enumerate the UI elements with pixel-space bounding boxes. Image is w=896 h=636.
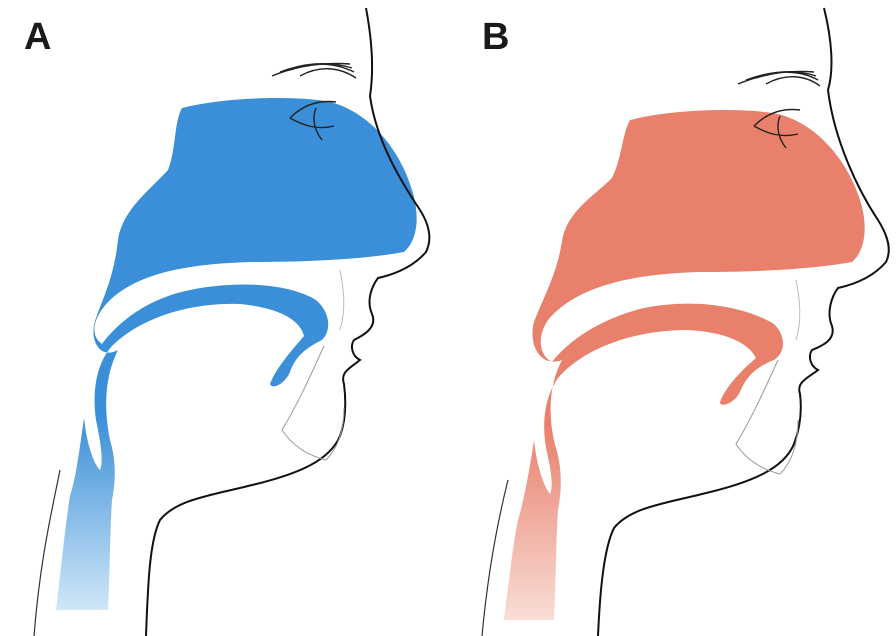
panel-label-b: B: [482, 18, 509, 56]
neck-line: [482, 480, 508, 636]
sagittal-head-illustration-b: [448, 0, 896, 636]
eyelash-icon: [738, 72, 820, 87]
sagittal-head-illustration-a: [0, 0, 448, 636]
panel-a: A: [0, 0, 448, 636]
panel-label-a: A: [24, 18, 51, 56]
panel-b: B: [448, 0, 896, 636]
neck-line: [34, 470, 60, 636]
airway-region: [56, 98, 417, 610]
airway-region: [504, 110, 865, 620]
eyelash-icon: [272, 64, 356, 79]
